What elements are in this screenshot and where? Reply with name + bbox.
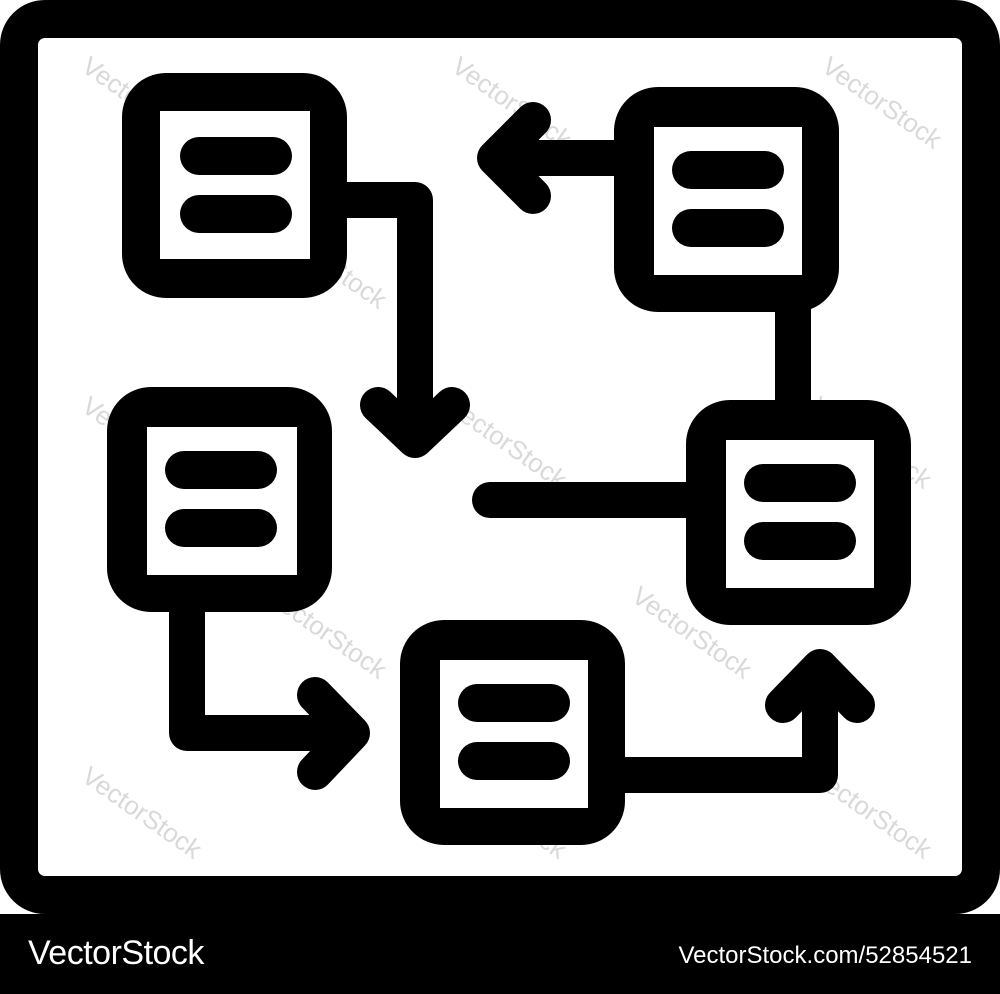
document-lines-icon xyxy=(458,684,570,722)
workflow-diagram-icon: VectorStock VectorStock VectorStock Vect… xyxy=(0,0,1000,914)
footer-bar: VectorStock VectorStock.com/52854521 xyxy=(0,914,1000,994)
connector-top-right-arrow xyxy=(477,102,633,214)
connector-bottom-arrow xyxy=(607,649,875,793)
connector-left-arrow xyxy=(169,592,370,790)
footer-image-id[interactable]: VectorStock.com/52854521 xyxy=(678,942,972,969)
node-middle-right xyxy=(686,400,911,625)
document-lines-icon xyxy=(180,137,292,175)
document-lines-icon xyxy=(165,451,277,489)
node-bottom-center xyxy=(400,620,625,845)
document-lines-icon xyxy=(744,464,856,502)
connector-top-left-arrow xyxy=(327,182,470,458)
node-top-left xyxy=(122,73,347,298)
node-top-right xyxy=(614,87,839,312)
document-lines-icon xyxy=(672,151,784,189)
footer-brand[interactable]: VectorStock xyxy=(28,934,204,972)
node-middle-left xyxy=(107,387,332,612)
